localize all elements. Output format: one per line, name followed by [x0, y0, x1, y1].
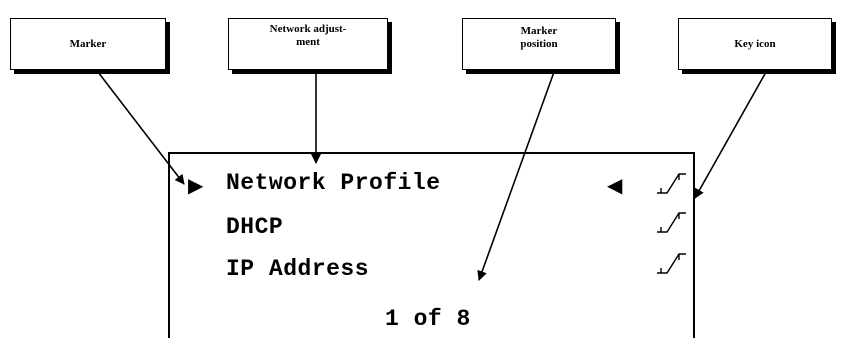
callout-network-adjustment: Network adjust- ment [228, 18, 388, 70]
callout-marker-position-line2: position [520, 38, 558, 50]
display-screen [168, 152, 695, 338]
callout-marker-position: Marker position [462, 18, 616, 70]
menu-item-dhcp[interactable]: DHCP [226, 214, 284, 240]
callout-network-adjustment-line1: Network adjust- [269, 23, 347, 35]
arrow-key-icon [694, 71, 767, 199]
callout-network-adjustment-line2: ment [296, 36, 320, 48]
callout-marker-position-line1: Marker [520, 25, 558, 37]
callout-marker-label: Marker [69, 37, 107, 50]
marker-position-counter: 1 of 8 [385, 306, 471, 332]
triangle-right-marker-icon: ▶ [188, 173, 204, 197]
callout-key-icon: Key icon [678, 18, 832, 70]
callout-marker: Marker [10, 18, 166, 70]
callout-key-icon-label: Key icon [734, 37, 776, 50]
menu-item-network-profile[interactable]: Network Profile [226, 170, 441, 196]
menu-item-ip-address[interactable]: IP Address [226, 256, 370, 282]
triangle-left-marker-icon: ◀ [607, 173, 623, 197]
